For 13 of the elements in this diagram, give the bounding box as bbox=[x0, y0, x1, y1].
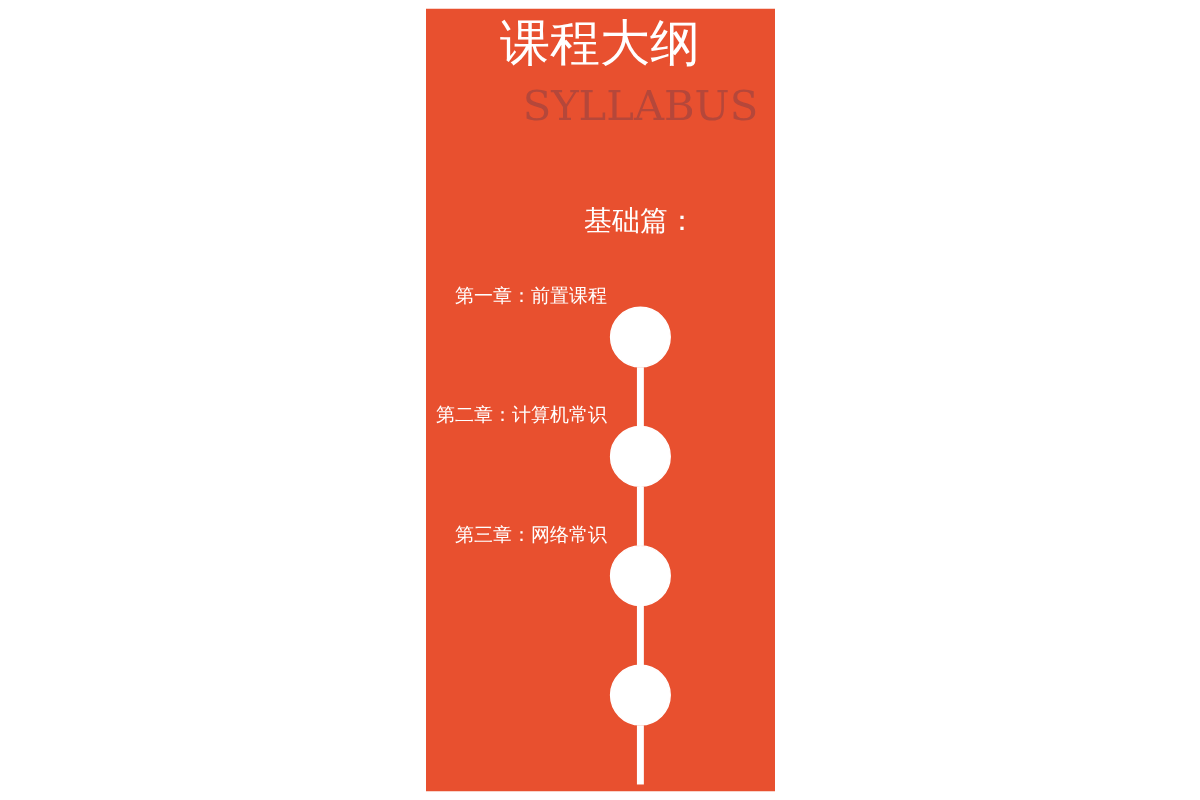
connector bbox=[636, 486, 644, 546]
connector bbox=[636, 367, 644, 427]
connector bbox=[636, 725, 644, 785]
label: 基础篇： bbox=[583, 203, 696, 237]
node-circle bbox=[609, 545, 671, 607]
connector bbox=[636, 605, 644, 666]
diagram-title: 课程大纲 bbox=[500, 13, 700, 72]
node-circle bbox=[609, 425, 671, 487]
node-circle bbox=[609, 306, 671, 368]
node-circle bbox=[609, 664, 671, 726]
node-label: 第二章：计算机常识 bbox=[435, 403, 607, 427]
node-label: 第一章：前置课程 bbox=[454, 283, 607, 307]
node-label: 第三章：网络常识 bbox=[454, 522, 607, 546]
